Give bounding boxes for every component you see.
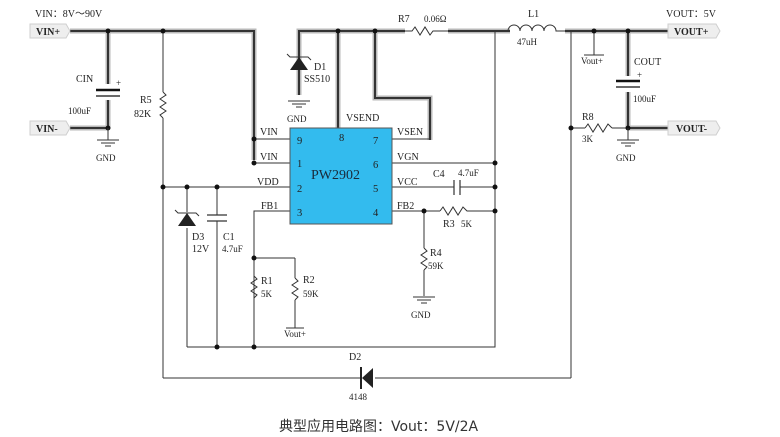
port-vin-minus: VIN- bbox=[29, 120, 71, 136]
svg-text:VSEN: VSEN bbox=[397, 127, 423, 138]
port-vout-minus-label: VOUT- bbox=[676, 124, 707, 135]
capacitor-c1: C1 4.7uF bbox=[207, 214, 243, 254]
svg-text:9: 9 bbox=[297, 136, 302, 147]
ic-name: PW2902 bbox=[311, 168, 360, 183]
svg-text:6: 6 bbox=[373, 160, 378, 171]
svg-text:D1: D1 bbox=[314, 62, 326, 73]
svg-text:R1: R1 bbox=[261, 276, 273, 287]
svg-text:3: 3 bbox=[297, 208, 302, 219]
svg-text:5: 5 bbox=[373, 184, 378, 195]
svg-text:4148: 4148 bbox=[349, 392, 368, 402]
svg-text:GND: GND bbox=[411, 310, 431, 320]
svg-text:C1: C1 bbox=[223, 232, 235, 243]
diode-d1: D1 SS510 bbox=[286, 53, 330, 85]
svg-text:VIN: VIN bbox=[260, 127, 278, 138]
vout-label: VOUT：5V bbox=[666, 9, 717, 20]
signal-wires bbox=[162, 31, 628, 379]
svg-text:4.7uF: 4.7uF bbox=[222, 244, 243, 254]
junction-dots bbox=[105, 28, 631, 350]
svg-text:VGN: VGN bbox=[397, 152, 419, 163]
vout-tap-label: Vout+ bbox=[581, 56, 603, 66]
inductor-l1: L1 47uH bbox=[507, 9, 566, 47]
diagram-caption: 典型应用电路图：Vout：5V/2A bbox=[279, 418, 479, 435]
ground-symbol: GND bbox=[616, 128, 639, 163]
svg-text:100uF: 100uF bbox=[633, 94, 656, 104]
port-vout-plus: VOUT+ bbox=[667, 23, 721, 39]
port-vin-plus-label: VIN+ bbox=[36, 27, 60, 38]
ground-symbol: GND bbox=[411, 296, 435, 320]
vin-range-label: VIN：8V～90V bbox=[35, 9, 103, 20]
svg-text:L1: L1 bbox=[528, 9, 539, 20]
svg-text:4: 4 bbox=[373, 208, 379, 219]
svg-text:VCC: VCC bbox=[397, 177, 418, 188]
svg-text:R4: R4 bbox=[430, 248, 442, 259]
resistor-r2: R2 59K Vout+ bbox=[284, 275, 319, 339]
cin-ref: CIN bbox=[76, 74, 93, 85]
cin-polarity: + bbox=[116, 78, 121, 88]
svg-text:+: + bbox=[637, 70, 642, 80]
resistor-r8: R8 3K bbox=[582, 112, 613, 144]
port-vin-minus-label: VIN- bbox=[36, 124, 58, 135]
svg-text:12V: 12V bbox=[192, 244, 210, 255]
svg-text:3K: 3K bbox=[582, 134, 594, 144]
port-vin-plus: VIN+ bbox=[29, 23, 71, 39]
svg-text:SS510: SS510 bbox=[304, 74, 330, 85]
svg-text:GND: GND bbox=[96, 153, 116, 163]
svg-text:R2: R2 bbox=[303, 275, 315, 286]
svg-text:7: 7 bbox=[373, 136, 378, 147]
resistor-r3: R3 5K bbox=[439, 206, 473, 230]
svg-text:D3: D3 bbox=[192, 232, 204, 243]
svg-text:59K: 59K bbox=[428, 261, 444, 271]
svg-text:5K: 5K bbox=[461, 219, 473, 229]
capacitor-cout: + COUT 100uF bbox=[616, 57, 661, 104]
svg-text:5K: 5K bbox=[261, 289, 273, 299]
cin-value: 100uF bbox=[68, 106, 91, 116]
port-vout-minus: VOUT- bbox=[667, 120, 721, 136]
svg-text:FB1: FB1 bbox=[261, 201, 278, 212]
svg-text:GND: GND bbox=[616, 153, 636, 163]
svg-text:59K: 59K bbox=[303, 289, 319, 299]
r2-vout-label: Vout+ bbox=[284, 329, 306, 339]
svg-text:8: 8 bbox=[339, 133, 344, 144]
diode-d2: D2 4148 bbox=[349, 352, 373, 402]
svg-text:VIN: VIN bbox=[260, 152, 278, 163]
svg-text:0.06Ω: 0.06Ω bbox=[424, 14, 447, 24]
resistor-r5: R5 82K bbox=[134, 91, 167, 120]
resistor-r4: R4 59K bbox=[420, 247, 444, 271]
svg-text:VDD: VDD bbox=[257, 177, 279, 188]
resistor-r7: R7 0.06Ω bbox=[398, 14, 448, 36]
svg-text:2: 2 bbox=[297, 184, 302, 195]
resistor-r1: R1 5K bbox=[250, 275, 273, 299]
svg-text:R7: R7 bbox=[398, 14, 410, 25]
ic-pw2902: PW2902 9 1 2 3 8 7 6 5 4 VIN VIN VDD FB1… bbox=[257, 113, 423, 225]
ground-symbol: GND bbox=[96, 128, 119, 163]
svg-text:GND: GND bbox=[287, 114, 307, 124]
ground-symbol: GND bbox=[287, 100, 310, 124]
svg-text:C4: C4 bbox=[433, 169, 445, 180]
ic-body bbox=[289, 127, 393, 225]
capacitor-cin: + CIN 100uF bbox=[68, 74, 121, 116]
svg-text:4.7uF: 4.7uF bbox=[458, 168, 479, 178]
svg-text:D2: D2 bbox=[349, 352, 361, 363]
svg-text:1: 1 bbox=[297, 159, 302, 170]
capacitor-c4: C4 4.7uF bbox=[433, 168, 479, 195]
port-vout-plus-label: VOUT+ bbox=[674, 27, 709, 38]
svg-text:47uH: 47uH bbox=[517, 37, 538, 47]
svg-text:COUT: COUT bbox=[634, 57, 661, 68]
svg-text:R3: R3 bbox=[443, 219, 455, 230]
svg-text:VSEND: VSEND bbox=[346, 113, 379, 124]
svg-text:R5: R5 bbox=[140, 95, 152, 106]
svg-text:FB2: FB2 bbox=[397, 201, 414, 212]
svg-text:82K: 82K bbox=[134, 109, 152, 120]
svg-text:R8: R8 bbox=[582, 112, 594, 123]
zener-diode-d3: D3 12V bbox=[174, 209, 210, 255]
